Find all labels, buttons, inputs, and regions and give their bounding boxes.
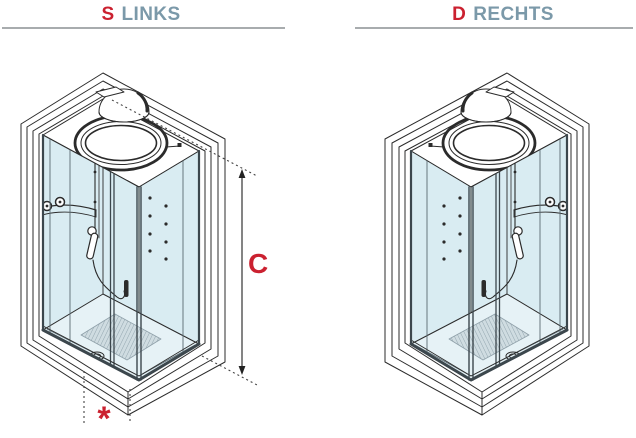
version-code-d: D — [452, 4, 467, 25]
header-divider-right — [355, 27, 633, 29]
shower-cabin-left-illustration — [20, 72, 226, 416]
glass-frame-profiles — [41, 133, 201, 382]
dotted-extension-bottom — [201, 355, 260, 387]
shower-cabin-illustrations — [20, 0, 636, 424]
dotted-extension-top — [111, 99, 258, 177]
shower-cabin-right-illustration — [385, 73, 589, 415]
sliding-door-edges — [49, 138, 184, 368]
steam-dome — [95, 86, 150, 123]
dimension-label-c: C — [248, 248, 269, 279]
version-label-rechts: RECHTS — [473, 4, 554, 25]
footnote-asterisk: * — [97, 400, 111, 438]
shower-plumbing — [86, 151, 126, 300]
header-right-version: D RECHTS — [362, 4, 636, 26]
arrowhead-up-icon — [238, 169, 246, 178]
header-divider-left — [2, 27, 285, 29]
header-left-version: S LINKS — [0, 4, 282, 26]
version-code-s: S — [101, 4, 115, 25]
version-label-links: LINKS — [121, 4, 181, 25]
arrowhead-down-icon — [238, 366, 246, 375]
door-handle — [124, 280, 129, 297]
dimension-c-annotation — [83, 99, 260, 424]
hydromassage-jets — [148, 196, 168, 261]
corner-shelf-controls — [43, 196, 97, 222]
